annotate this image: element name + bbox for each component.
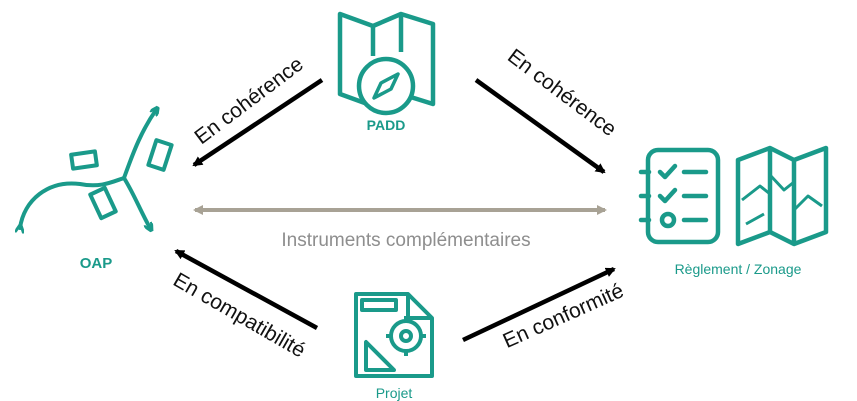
relation-label-padd-reglement: En cohérence — [503, 45, 620, 141]
zoning-map-icon — [735, 145, 829, 247]
route-arrows-icon — [20, 110, 174, 228]
relation-label-complementary: Instruments complémentaires — [281, 230, 530, 251]
relation-label-projet-oap: En compatibilité — [169, 268, 309, 362]
projet-label: Projet — [376, 385, 413, 401]
arrow-padd-to-oap — [192, 78, 324, 167]
arrow-padd-to-reglement — [474, 78, 606, 174]
padd-label: PADD — [367, 117, 406, 133]
arrow-projet-to-reglement — [462, 266, 616, 343]
checklist-icon — [638, 147, 721, 245]
reglement-label: Règlement / Zonage — [675, 261, 802, 277]
blueprint-gear-icon — [354, 292, 434, 378]
oap-label: OAP — [80, 255, 113, 272]
arrow-projet-to-oap — [174, 249, 319, 330]
map-compass-icon — [337, 11, 436, 116]
